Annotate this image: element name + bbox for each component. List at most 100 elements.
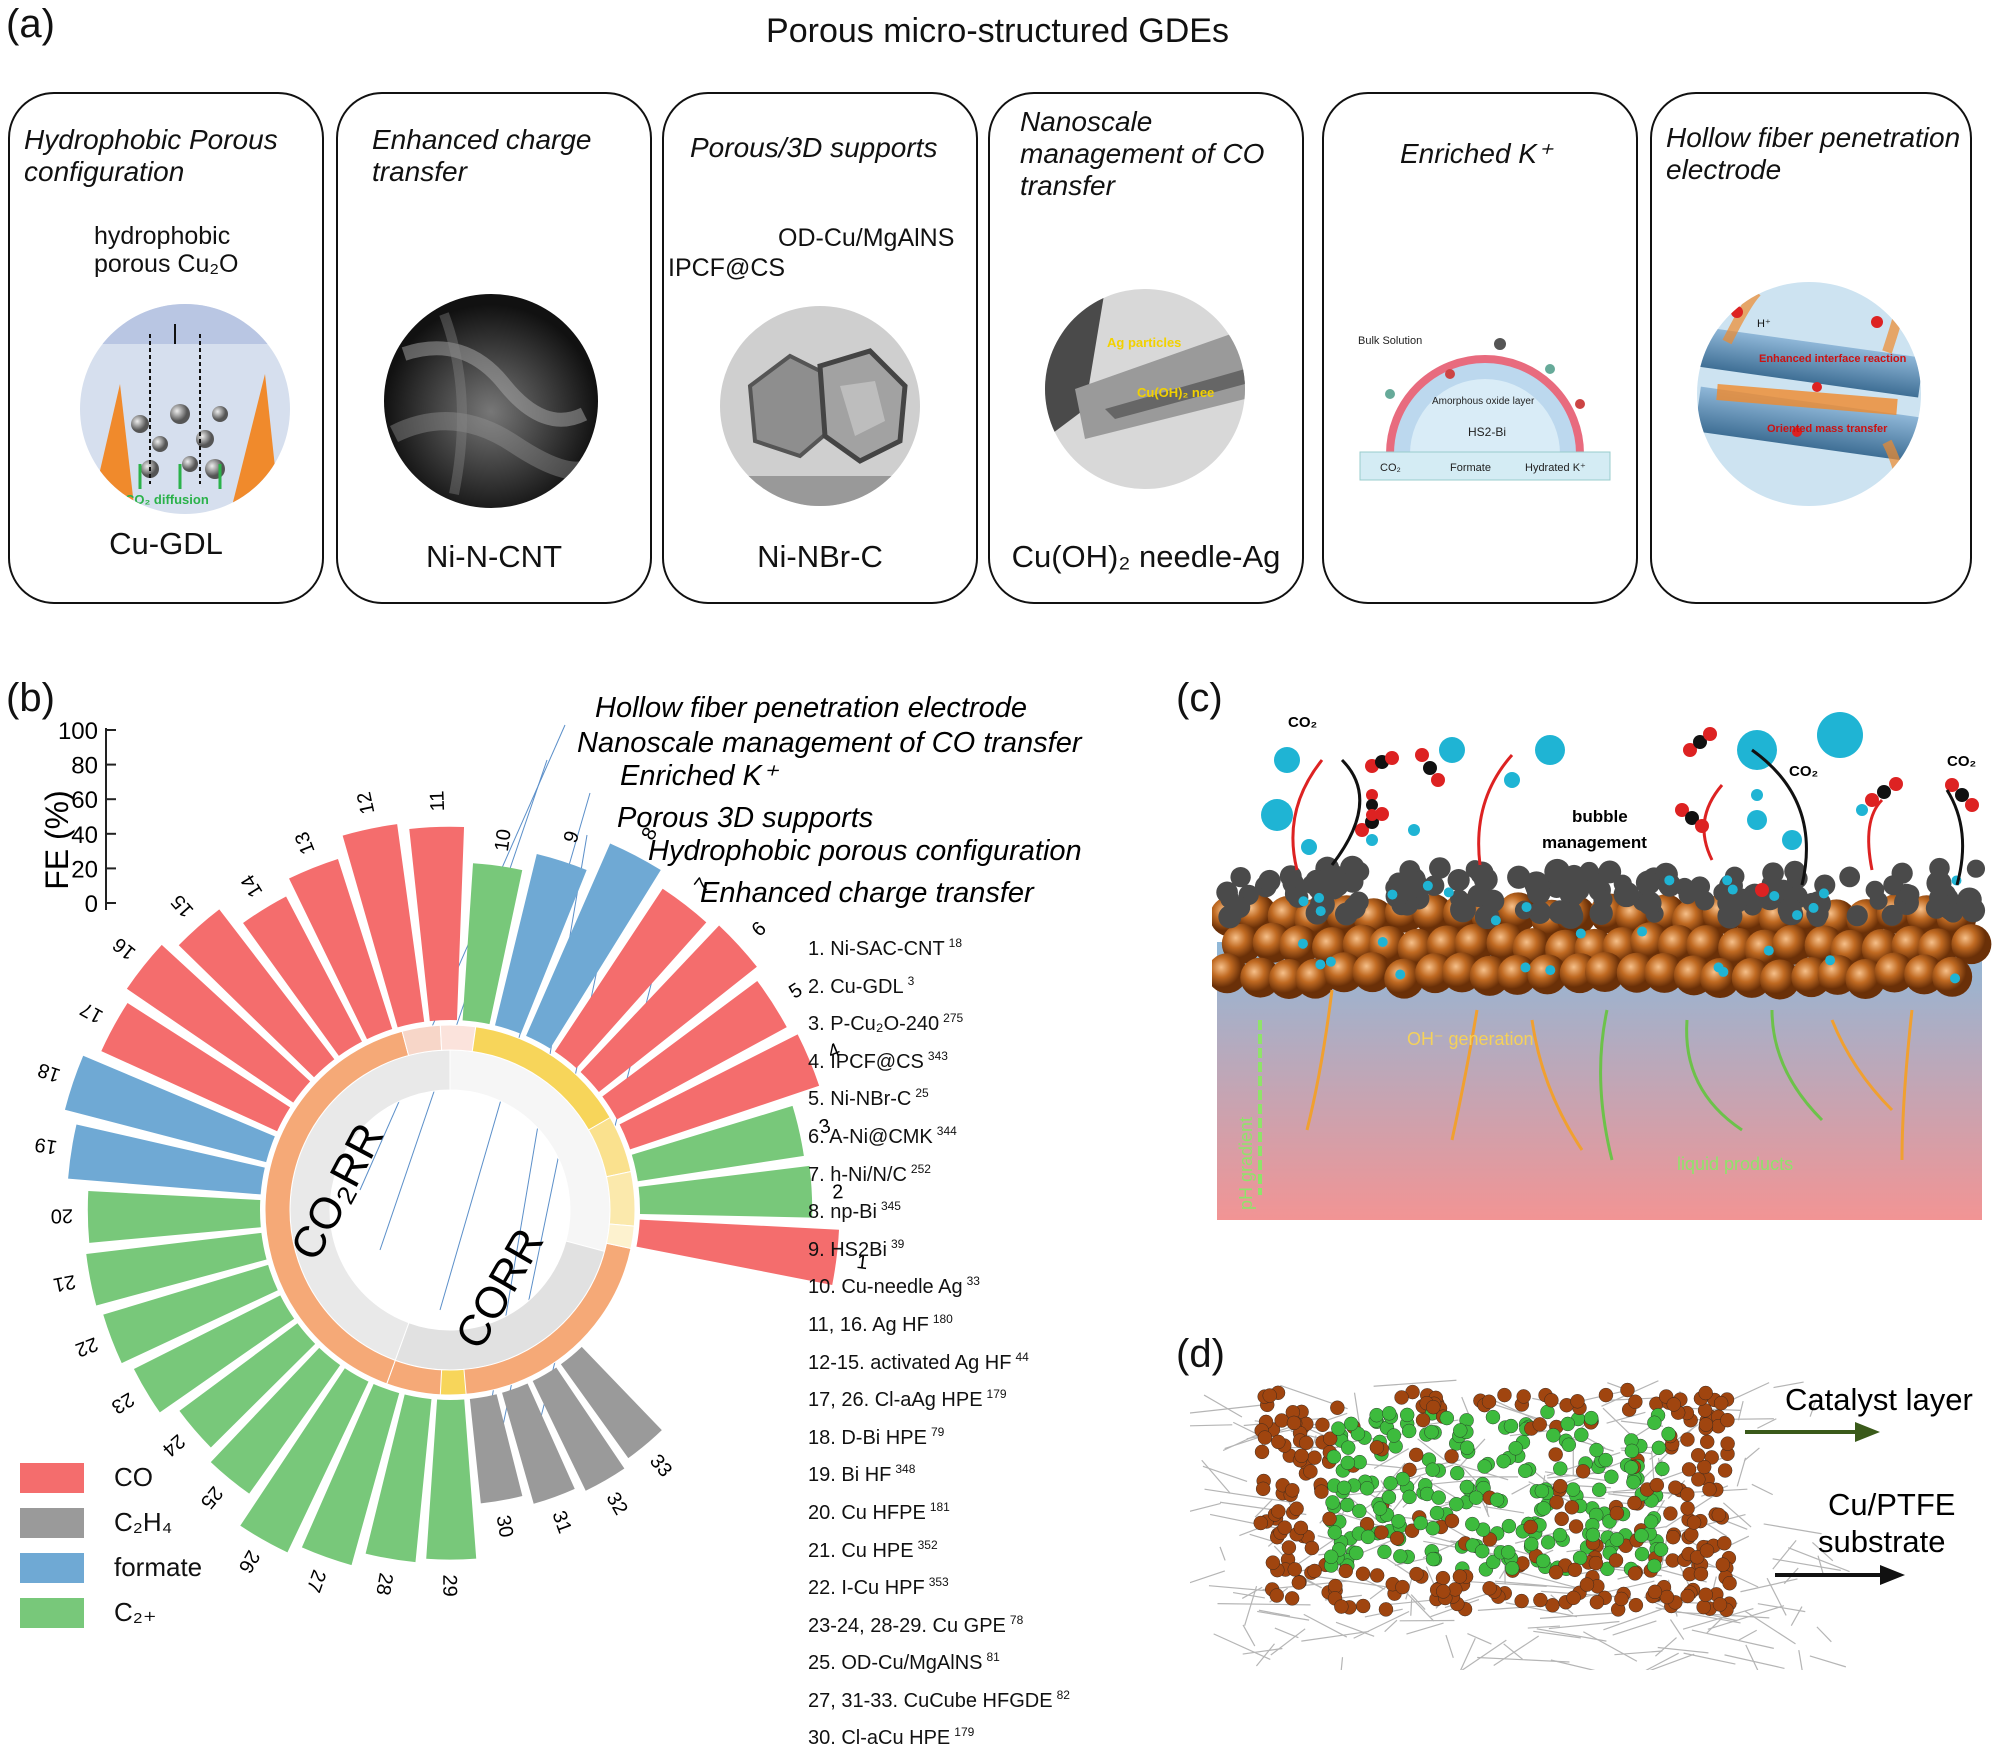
legend-item-formate: formate xyxy=(20,1545,202,1590)
catalyst-particle xyxy=(1681,1589,1695,1603)
catalyst-particle xyxy=(1445,1514,1459,1528)
ptfe-fiber xyxy=(1190,1571,1225,1586)
catalyst-particle xyxy=(1465,1517,1479,1531)
catalyst-particle xyxy=(1663,1507,1677,1521)
catalyst-particle xyxy=(1288,1562,1302,1576)
catalyst-particle xyxy=(1555,1512,1569,1526)
bar-number-label: 16 xyxy=(109,933,140,964)
co2-molecule xyxy=(1755,883,1769,897)
card-hydrophobic: Hydrophobic Porous configuration hydroph… xyxy=(8,92,324,604)
ptfe-fiber xyxy=(1652,1451,1654,1480)
catalyst-particle xyxy=(1599,1388,1613,1402)
catalyst-particle xyxy=(1440,1411,1454,1425)
bar-number-label: 22 xyxy=(72,1332,101,1360)
catalyst-particle xyxy=(1395,1390,1409,1404)
bar-number-label: 11 xyxy=(426,790,449,812)
catalyst-layer-label: Catalyst layer xyxy=(1785,1382,1973,1417)
ptfe-fiber xyxy=(1622,1653,1679,1670)
ptfe-fiber xyxy=(1411,1599,1412,1615)
ptfe-fiber xyxy=(1773,1540,1796,1569)
ptfe-fiber xyxy=(1202,1460,1231,1493)
catalyst-particle xyxy=(1486,1410,1500,1424)
carbon-sphere xyxy=(1614,882,1640,908)
catalyst-particle xyxy=(1702,1482,1716,1496)
legend-swatch xyxy=(20,1463,84,1493)
catalyst-particle xyxy=(1374,1525,1388,1539)
electrolyte-drop xyxy=(1491,915,1501,925)
legend-hydrated-k: Hydrated K⁺ xyxy=(1525,462,1586,474)
bar-number-label: 14 xyxy=(237,871,267,901)
catalyst-particle xyxy=(1620,1383,1634,1397)
catalyst-particle xyxy=(1700,1435,1714,1449)
catalyst-particle xyxy=(1256,1482,1270,1496)
catalyst-particle xyxy=(1278,1521,1292,1535)
catalyst-particle xyxy=(1509,1441,1523,1455)
catalyst-particle xyxy=(1666,1530,1680,1544)
catalyst-particle xyxy=(1370,1408,1384,1422)
y-tick-label: 0 xyxy=(85,891,98,918)
carbon-sphere xyxy=(1218,905,1241,928)
catalyst-particle xyxy=(1327,1450,1341,1464)
carbon-sphere xyxy=(1563,902,1582,921)
catalyst-particle xyxy=(1341,1456,1355,1470)
catalyst-particle xyxy=(1337,1481,1351,1495)
bar-number-label: 32 xyxy=(602,1489,632,1519)
catalyst-particle xyxy=(1654,1543,1668,1557)
catalyst-particle xyxy=(1716,1558,1730,1572)
electrolyte-drop xyxy=(1387,890,1397,900)
co2-molecule xyxy=(1683,727,1717,757)
catalyst-particle xyxy=(1453,1569,1467,1583)
carbon-sphere xyxy=(1580,862,1599,881)
catalyst-particle xyxy=(1592,1483,1606,1497)
catalyst-particle xyxy=(1271,1504,1285,1518)
ptfe-fiber xyxy=(1739,1630,1757,1640)
catalyst-particle xyxy=(1614,1592,1628,1606)
carbon-sphere xyxy=(1568,880,1589,901)
catalyst-particle xyxy=(1700,1544,1714,1558)
ptfe-fiber xyxy=(1354,1612,1409,1639)
ptfe-fiber xyxy=(1494,1636,1539,1665)
catalyst-particle xyxy=(1568,1563,1582,1577)
catalyst-particle xyxy=(1275,1413,1289,1427)
carbon-sphere xyxy=(1429,857,1451,879)
catalyst-particle xyxy=(1477,1460,1491,1474)
catalyst-particle xyxy=(1536,1554,1550,1568)
h-plus-label: H⁺ xyxy=(1757,318,1771,330)
hollow-fiber-illustration: Enhanced interface reaction Oriented mas… xyxy=(1697,282,1922,507)
catalyst-particle xyxy=(1549,1565,1563,1579)
carbon-sphere xyxy=(1847,905,1868,926)
card-inner-label: porous Cu₂O xyxy=(94,250,239,279)
ptfe-fiber xyxy=(1204,1395,1242,1417)
legend-item-co: CO xyxy=(20,1455,202,1500)
catalyst-particle xyxy=(1373,1502,1387,1516)
polar-bar xyxy=(88,1191,261,1243)
bubble-label-2: management xyxy=(1542,833,1647,852)
catalyst-particle xyxy=(1518,1464,1532,1478)
catalyst-particle xyxy=(1694,1567,1708,1581)
ptfe-fiber xyxy=(1658,1647,1709,1652)
card-inner-label: hydrophobic xyxy=(94,222,230,251)
catalyst-particle xyxy=(1370,1568,1384,1582)
catalyst-particle xyxy=(1697,1600,1711,1614)
card-bottom-label: Cu(OH)₂ needle-Ag xyxy=(990,539,1302,575)
catalyst-particle xyxy=(1328,1525,1342,1539)
ptfe-fiber xyxy=(1540,1613,1614,1618)
legend-label: formate xyxy=(114,1552,202,1583)
catalyst-particle xyxy=(1714,1396,1728,1410)
catalyst-particle xyxy=(1426,1552,1440,1566)
bar-number-label: 23 xyxy=(108,1388,138,1418)
catalyst-particle xyxy=(1349,1546,1363,1560)
ptfe-fiber xyxy=(1810,1656,1846,1667)
bar-number-label: 27 xyxy=(302,1567,330,1595)
catalyst-particle xyxy=(1629,1598,1643,1612)
carbon-sphere xyxy=(1899,885,1919,905)
substrate-label-1: Cu/PTFE xyxy=(1828,1487,1955,1522)
ptfe-fiber xyxy=(1512,1484,1531,1494)
catalyst-particle xyxy=(1718,1463,1732,1477)
catalyst-particle xyxy=(1625,1444,1639,1458)
catalyst-particle xyxy=(1382,1490,1396,1504)
